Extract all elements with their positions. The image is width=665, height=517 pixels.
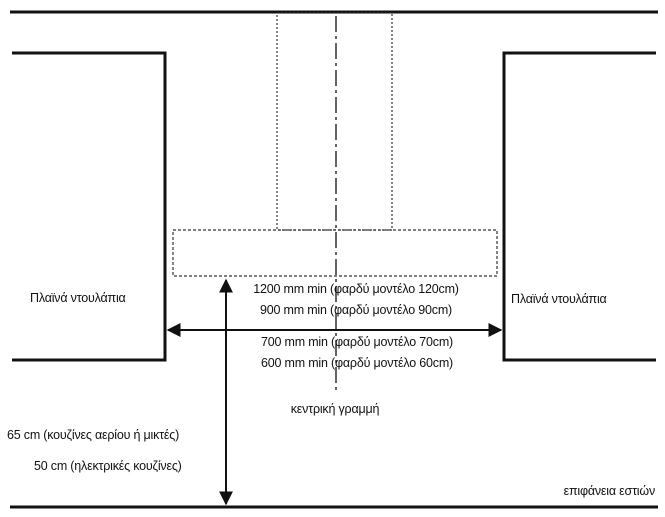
hood-chimney-outline — [276, 12, 393, 231]
right-cabinet-label: Πλαϊνά ντουλάπια — [511, 292, 607, 306]
height-electric-label: 50 cm (ηλεκτρικές κουζίνες) — [34, 459, 182, 473]
height-gas-label: 65 cm (κουζίνες αερίου ή μικτές) — [7, 428, 180, 442]
left-side-cabinet — [12, 51, 167, 362]
cooktop-surface-label: επιφάνεια εστιών — [563, 484, 656, 498]
width-1200-label: 1200 mm min (φαρδύ μοντέλο 120cm) — [253, 282, 459, 296]
hood-canopy-outline — [172, 229, 498, 277]
left-cabinet-label: Πλαϊνά ντουλάπια — [30, 291, 126, 305]
width-700-label: 700 mm min (φαρδύ μοντέλο 70cm) — [260, 335, 454, 349]
width-600-label: 600 mm min (φαρδύ μοντέλο 60cm) — [260, 356, 454, 370]
right-side-cabinet — [502, 51, 656, 362]
width-900-label: 900 mm min (φαρδύ μοντέλο 90cm) — [259, 303, 453, 317]
center-line-label: κεντρική γραμμή — [290, 402, 380, 416]
